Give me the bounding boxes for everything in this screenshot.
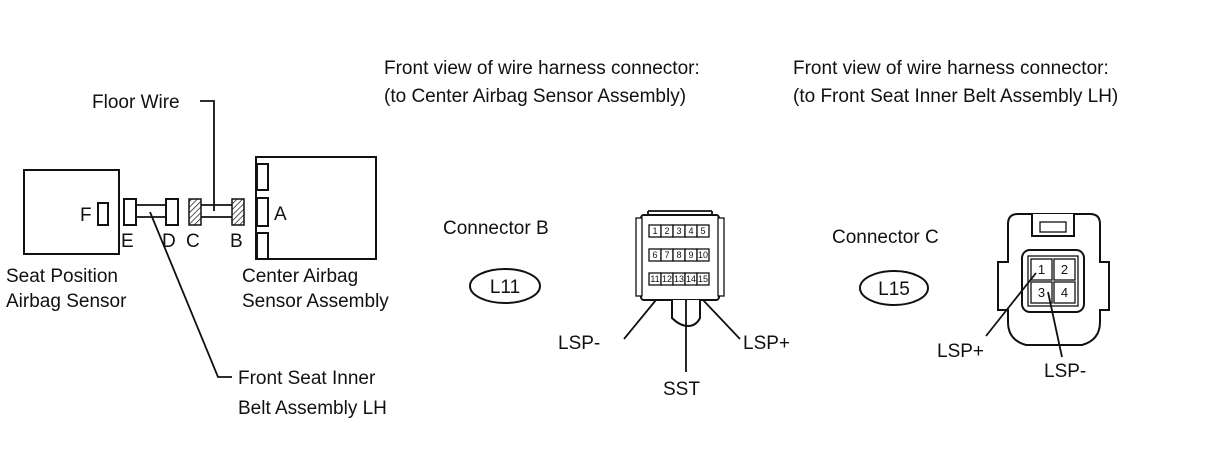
connector-b-pin-label: 10 — [698, 250, 708, 260]
connector-c-pin-cell — [1030, 258, 1053, 281]
lsp-minus-c-leader — [1047, 291, 1063, 358]
connector-a-letter: A — [274, 204, 287, 225]
center-airbag-sensor-box — [255, 156, 377, 260]
connector-c-code-oval — [859, 270, 929, 306]
connector-b-pin-label: 11 — [650, 274, 659, 284]
connector-b-pin-label: 6 — [652, 250, 657, 260]
connector-b-title: Connector B — [443, 218, 549, 239]
header-right-line1: Front view of wire harness connector: — [793, 58, 1109, 79]
connector-a — [256, 197, 269, 227]
connector-c-lsp-minus: LSP- — [1044, 361, 1086, 382]
connector-b-pin-label: 1 — [652, 226, 657, 236]
connector-b-pin-label: 13 — [674, 274, 684, 284]
connector-c-pin-label: 4 — [1061, 285, 1068, 300]
connector-b-pin-label: 15 — [698, 274, 708, 284]
lsp-plus-c-leader — [985, 272, 1037, 337]
connector-f-socket — [97, 202, 109, 226]
connector-b-pin-label: 8 — [676, 250, 681, 260]
connector-b — [231, 198, 245, 226]
connector-d-letter: D — [162, 231, 176, 252]
lsp-minus-b-leader — [623, 299, 657, 340]
connector-c-lsp-plus: LSP+ — [937, 341, 984, 362]
connector-b-pin-label: 7 — [664, 250, 669, 260]
connector-b-code-oval — [469, 268, 541, 304]
connector-b-pin-cell — [696, 224, 710, 238]
connector-b-sst: SST — [663, 379, 700, 400]
connector-c-code: L15 — [878, 279, 910, 300]
connector-c-pin-cell — [1030, 281, 1053, 304]
connector-e — [123, 198, 137, 226]
connector-c-pin-cell — [1053, 281, 1076, 304]
seat-position-label-line2: Airbag Sensor — [6, 291, 127, 312]
connector-b-pin-label: 9 — [688, 250, 693, 260]
connector-c-pin-label: 1 — [1038, 262, 1045, 277]
connector-b-lsp-plus: LSP+ — [743, 333, 790, 354]
header-left-line1: Front view of wire harness connector: — [384, 58, 700, 79]
connector-e-letter: E — [121, 231, 134, 252]
connector-b-pin-label: 2 — [664, 226, 669, 236]
connector-b-code: L11 — [490, 277, 520, 298]
center-connector-slot-1 — [256, 163, 269, 191]
connector-b-pin-label: 14 — [686, 274, 696, 284]
connector-b-pin-label: 4 — [688, 226, 693, 236]
seat-position-label-line1: Seat Position — [6, 266, 118, 287]
header-left-line2: (to Center Airbag Sensor Assembly) — [384, 86, 686, 107]
center-airbag-label-line1: Center Airbag — [242, 266, 358, 287]
connector-b-pin-label: 5 — [700, 226, 705, 236]
floor-wire-leader — [200, 100, 215, 211]
connector-b-pin-label: 3 — [676, 226, 681, 236]
lsp-plus-b-leader — [702, 299, 741, 340]
front-seat-label-line2: Belt Assembly LH — [238, 398, 387, 419]
connector-b-letter: B — [230, 231, 243, 252]
connector-c-letter: C — [186, 231, 200, 252]
floor-wire-label: Floor Wire — [92, 92, 180, 113]
front-seat-belt-leader — [149, 211, 232, 378]
connector-c-pin-label: 2 — [1061, 262, 1068, 277]
front-seat-label-line1: Front Seat Inner — [238, 368, 376, 389]
header-right-line2: (to Front Seat Inner Belt Assembly LH) — [793, 86, 1118, 107]
connector-b-pin-cell — [696, 248, 710, 262]
connector-c-pin-label: 3 — [1038, 285, 1045, 300]
center-connector-slot-3 — [256, 232, 269, 260]
connector-b-pin-cell — [696, 272, 710, 286]
connector-d — [165, 198, 179, 226]
connector-c — [188, 198, 202, 226]
center-airbag-label-line2: Sensor Assembly — [242, 291, 389, 312]
connector-b-lsp-minus: LSP- — [558, 333, 600, 354]
connector-b-pin-label: 12 — [662, 274, 672, 284]
connector-f-letter: F — [80, 205, 92, 226]
connector-c-title: Connector C — [832, 227, 939, 248]
connector-c-pin-cell — [1053, 258, 1076, 281]
